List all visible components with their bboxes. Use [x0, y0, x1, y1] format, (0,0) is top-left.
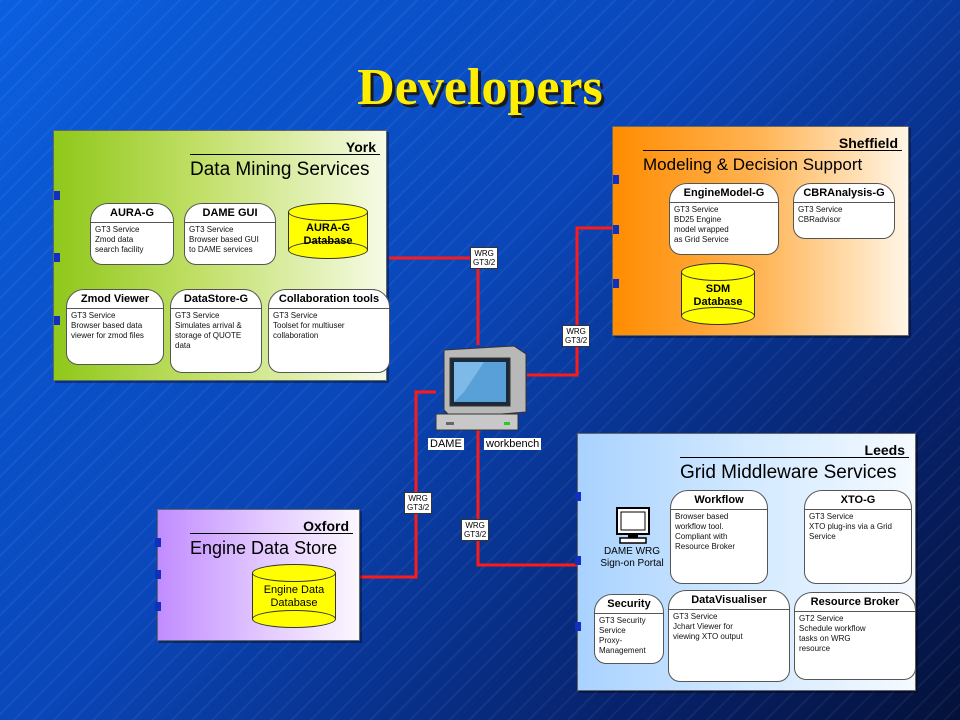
- portal-label: DAME WRG Sign-on Portal: [600, 546, 664, 569]
- york-panel: York Data Mining Services AURA-G GT3 Ser…: [53, 130, 390, 381]
- capsule-aura-g[interactable]: AURA-G GT3 Service Zmod data search faci…: [90, 203, 174, 265]
- leeds-panel: Leeds Grid Middleware Services DAME WRG …: [575, 433, 916, 691]
- capsule-name: DAME GUI: [185, 204, 275, 223]
- workbench-computer[interactable]: [434, 342, 530, 438]
- panel-handle[interactable]: [613, 279, 619, 288]
- capsule-name: Zmod Viewer: [67, 290, 163, 309]
- site-label-oxford: Oxford: [303, 518, 349, 534]
- capsule-security[interactable]: Security GT3 Security Service Proxy- Man…: [594, 594, 664, 664]
- sheffield-panel: Sheffield Modeling & Decision Support En…: [612, 126, 909, 336]
- capsule-desc: Browser based workflow tool. Compliant w…: [675, 512, 736, 551]
- capsule-datavisualiser[interactable]: DataVisualiser GT3 Service Jchart Viewer…: [668, 590, 790, 682]
- site-label-york: York: [345, 139, 376, 155]
- database-label: SDM Database: [693, 283, 743, 308]
- link-york: [389, 256, 480, 345]
- capsule-workflow[interactable]: Workflow Browser based workflow tool. Co…: [670, 490, 768, 584]
- capsule-enginemodel-g[interactable]: EngineModel-G GT3 Service BD25 Engine mo…: [669, 183, 779, 255]
- capsule-name: DataStore-G: [171, 290, 261, 309]
- service-title-york: Data Mining Services: [190, 154, 380, 181]
- link-oxford: [358, 390, 436, 579]
- capsule-cbranalysis-g[interactable]: CBRAnalysis-G GT3 Service CBRadvisor: [793, 183, 895, 239]
- capsule-name: AURA-G: [91, 204, 173, 223]
- capsule-collaboration-tools[interactable]: Collaboration tools GT3 Service Toolset …: [268, 289, 390, 373]
- capsule-desc: GT3 Service Simulates arrival & storage …: [175, 311, 242, 350]
- capsule-name: Resource Broker: [795, 593, 915, 612]
- wrg-label: WRG GT3/2: [470, 247, 499, 269]
- capsule-desc: GT3 Service Browser based GUI to DAME se…: [189, 225, 259, 254]
- database-label: Engine Data Database: [263, 584, 325, 609]
- capsule-dame-gui[interactable]: DAME GUI GT3 Service Browser based GUI t…: [184, 203, 276, 265]
- capsule-desc: GT3 Service Toolset for multiuser collab…: [273, 311, 345, 340]
- panel-handle[interactable]: [613, 175, 619, 184]
- computer-icon: [616, 507, 650, 544]
- capsule-zmod-viewer[interactable]: Zmod Viewer GT3 Service Browser based da…: [66, 289, 164, 365]
- page-title: Developers: [357, 59, 603, 116]
- capsule-name: DataVisualiser: [669, 591, 789, 610]
- oxford-panel: Oxford Engine Data Store Engine Data Dat…: [155, 509, 360, 641]
- panel-handle[interactable]: [575, 622, 581, 631]
- capsule-desc: GT3 Service CBRadvisor: [798, 205, 843, 224]
- service-title-oxford: Engine Data Store: [190, 533, 353, 559]
- workbench-label-left: DAME: [428, 438, 464, 450]
- capsule-desc: GT3 Service XTO plug-ins via a Grid Serv…: [809, 512, 892, 541]
- database-label: AURA-G Database: [303, 222, 353, 247]
- capsule-name: EngineModel-G: [670, 184, 778, 203]
- capsule-desc: GT3 Service BD25 Engine model wrapped as…: [674, 205, 729, 244]
- capsule-name: Collaboration tools: [269, 290, 389, 309]
- computer-icon: [435, 345, 527, 431]
- panel-handle[interactable]: [575, 556, 581, 565]
- capsule-desc: GT3 Service Browser based data viewer fo…: [71, 311, 144, 340]
- link-sheffield: [527, 226, 612, 377]
- capsule-name: Workflow: [671, 491, 767, 510]
- capsule-desc: GT3 Service Jchart Viewer for viewing XT…: [673, 612, 743, 641]
- workbench-label-right: workbench: [484, 438, 542, 450]
- wrg-label: WRG GT3/2: [461, 519, 490, 541]
- capsule-desc: GT3 Security Service Proxy- Management: [599, 616, 646, 655]
- capsule-name: XTO-G: [805, 491, 911, 510]
- portal-icon[interactable]: [614, 506, 652, 546]
- panel-handle[interactable]: [155, 570, 161, 579]
- service-title-sheffield: Modeling & Decision Support: [643, 150, 902, 175]
- site-label-leeds: Leeds: [864, 442, 905, 458]
- wrg-label: WRG GT3/2: [404, 492, 433, 514]
- capsule-name: Security: [595, 595, 663, 614]
- database-sdm[interactable]: SDM Database: [681, 263, 755, 325]
- capsule-desc: GT3 Service Zmod data search facility: [95, 225, 144, 254]
- capsule-name: CBRAnalysis-G: [794, 184, 894, 203]
- capsule-datastore-g[interactable]: DataStore-G GT3 Service Simulates arriva…: [170, 289, 262, 373]
- panel-handle[interactable]: [155, 538, 161, 547]
- panel-handle[interactable]: [575, 492, 581, 501]
- capsule-desc: GT2 Service Schedule workflow tasks on W…: [799, 614, 866, 653]
- site-label-sheffield: Sheffield: [838, 135, 898, 151]
- panel-handle[interactable]: [54, 316, 60, 325]
- wrg-label: WRG GT3/2: [562, 325, 591, 347]
- panel-handle[interactable]: [613, 225, 619, 234]
- panel-handle[interactable]: [54, 253, 60, 262]
- panel-handle[interactable]: [54, 191, 60, 200]
- capsule-xto-g[interactable]: XTO-G GT3 Service XTO plug-ins via a Gri…: [804, 490, 912, 584]
- panel-handle[interactable]: [155, 602, 161, 611]
- service-title-leeds: Grid Middleware Services: [680, 457, 909, 484]
- database-engine-data[interactable]: Engine Data Database: [252, 564, 336, 628]
- capsule-resource-broker[interactable]: Resource Broker GT2 Service Schedule wor…: [794, 592, 916, 680]
- link-leeds: [476, 430, 577, 567]
- database-aura-g[interactable]: AURA-G Database: [288, 203, 368, 259]
